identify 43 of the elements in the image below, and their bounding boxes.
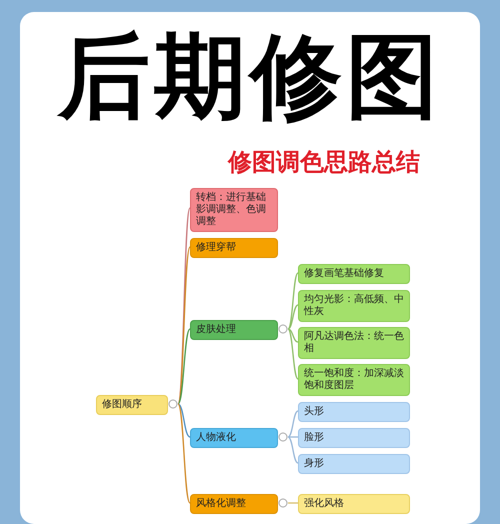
topic-text: 身形: [304, 458, 324, 470]
branch-line: [177, 208, 191, 404]
branch-line: [288, 272, 298, 330]
topic-box: [298, 364, 410, 396]
topic-box: [190, 320, 278, 340]
topic-box: [190, 428, 278, 448]
subtitle: 修图调色思路总结: [228, 147, 420, 178]
branch-line: [178, 328, 190, 404]
topic-box: [298, 454, 410, 474]
branch-line: [288, 304, 298, 330]
branch-line: [288, 328, 298, 343]
topic-box: [190, 494, 278, 514]
topic-box: [298, 494, 410, 514]
branch-line: [178, 403, 190, 438]
branch-line: [177, 246, 191, 404]
topic-box: [190, 238, 278, 258]
topic-text: 修图顺序: [102, 399, 142, 411]
topic-box: [298, 264, 410, 284]
topic-box: [298, 327, 410, 359]
topic-box: [298, 402, 410, 422]
topic-box: [298, 290, 410, 322]
branch-line: [288, 410, 298, 438]
topic-text: 人物液化: [196, 432, 236, 444]
topic-text: 皮肤处理: [196, 324, 236, 336]
topic-text: 脸形: [304, 432, 324, 444]
topic-box: [96, 395, 168, 415]
topic-text: 修理穿帮: [196, 242, 236, 254]
topic-text: 头形: [304, 406, 324, 418]
topic-text: 阿凡达调色法：统一色相: [304, 331, 404, 355]
title: 后期修图: [56, 22, 443, 132]
topic-box: [190, 188, 278, 232]
topic-text: 修复画笔基础修复: [304, 268, 384, 280]
branch-line: [288, 436, 298, 438]
topic-text: 转档：进行基础影调调整、色调调整: [196, 192, 267, 228]
topic-text: 风格化调整: [196, 498, 246, 510]
branch-line: [288, 502, 298, 504]
topic-box: [298, 428, 410, 448]
branch-line: [288, 436, 298, 464]
branch-line: [288, 328, 298, 380]
branch-line: [177, 404, 191, 504]
topic-text: 均匀光影：高低频、中性灰: [304, 294, 404, 318]
topic-text: 统一饱和度：加深减淡饱和度图层: [304, 368, 404, 392]
topic-text: 强化风格: [304, 498, 344, 510]
